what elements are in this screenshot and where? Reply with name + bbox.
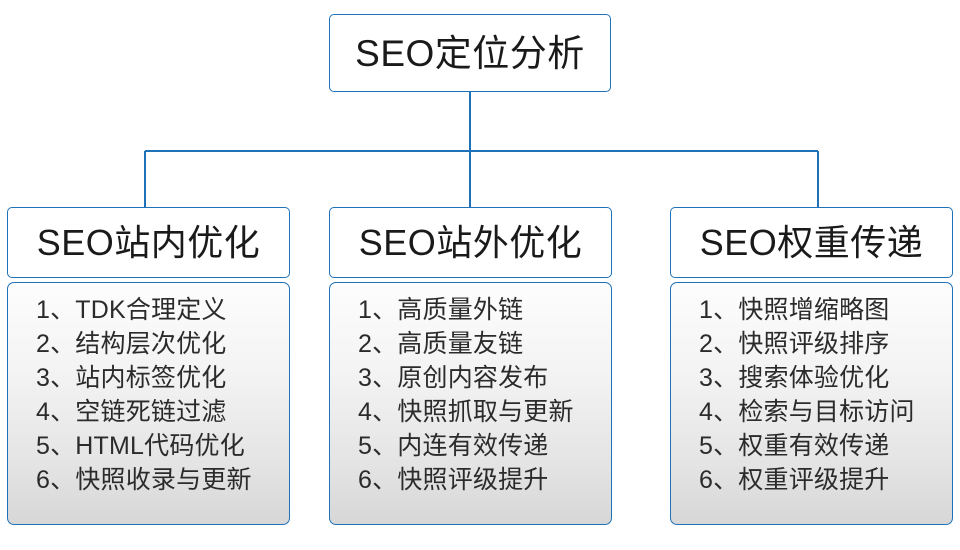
branch-column-2: SEO站外优化 1、高质量外链 2、高质量友链 3、原创内容发布 4、快照抓取与… xyxy=(329,207,612,525)
list-item: 6、权重评级提升 xyxy=(699,466,890,494)
list-item: 4、快照抓取与更新 xyxy=(358,398,574,426)
branch-column-1: SEO站内优化 1、TDK合理定义 2、结构层次优化 3、站内标签优化 4、空链… xyxy=(7,207,290,525)
list-item: 2、高质量友链 xyxy=(358,330,524,358)
branch-body-3: 1、快照增缩略图 2、快照评级排序 3、搜索体验优化 4、检索与目标访问 5、权… xyxy=(670,282,953,525)
list-item: 1、高质量外链 xyxy=(358,296,524,324)
branch-body-2: 1、高质量外链 2、高质量友链 3、原创内容发布 4、快照抓取与更新 5、内连有… xyxy=(329,282,612,525)
list-item: 6、快照收录与更新 xyxy=(36,466,252,494)
list-item: 3、原创内容发布 xyxy=(358,364,549,392)
branch-header-2: SEO站外优化 xyxy=(329,207,612,278)
list-item: 4、空链死链过滤 xyxy=(36,398,227,426)
branch-header-1: SEO站内优化 xyxy=(7,207,290,278)
branch-header-title-1: SEO站内优化 xyxy=(36,221,261,263)
branch-header-title-2: SEO站外优化 xyxy=(358,221,583,263)
list-item: 5、内连有效传递 xyxy=(358,432,549,460)
branch-header-title-3: SEO权重传递 xyxy=(699,221,924,263)
branch-body-1: 1、TDK合理定义 2、结构层次优化 3、站内标签优化 4、空链死链过滤 5、H… xyxy=(7,282,290,525)
list-item: 2、结构层次优化 xyxy=(36,330,227,358)
list-item: 1、快照增缩略图 xyxy=(699,296,890,324)
root-node: SEO定位分析 xyxy=(329,14,611,92)
list-item: 5、HTML代码优化 xyxy=(36,432,245,460)
list-item: 3、搜索体验优化 xyxy=(699,364,890,392)
list-item: 4、检索与目标访问 xyxy=(699,398,915,426)
list-item: 2、快照评级排序 xyxy=(699,330,890,358)
branch-header-3: SEO权重传递 xyxy=(670,207,953,278)
branch-item-list-3: 1、快照增缩略图 2、快照评级排序 3、搜索体验优化 4、检索与目标访问 5、权… xyxy=(671,293,952,497)
branch-item-list-2: 1、高质量外链 2、高质量友链 3、原创内容发布 4、快照抓取与更新 5、内连有… xyxy=(330,293,611,497)
branch-item-list-1: 1、TDK合理定义 2、结构层次优化 3、站内标签优化 4、空链死链过滤 5、H… xyxy=(8,293,289,497)
list-item: 1、TDK合理定义 xyxy=(36,296,227,324)
list-item: 3、站内标签优化 xyxy=(36,364,227,392)
root-node-title: SEO定位分析 xyxy=(355,32,585,74)
list-item: 5、权重有效传递 xyxy=(699,432,890,460)
list-item: 6、快照评级提升 xyxy=(358,466,549,494)
branch-column-3: SEO权重传递 1、快照增缩略图 2、快照评级排序 3、搜索体验优化 4、检索与… xyxy=(670,207,953,525)
